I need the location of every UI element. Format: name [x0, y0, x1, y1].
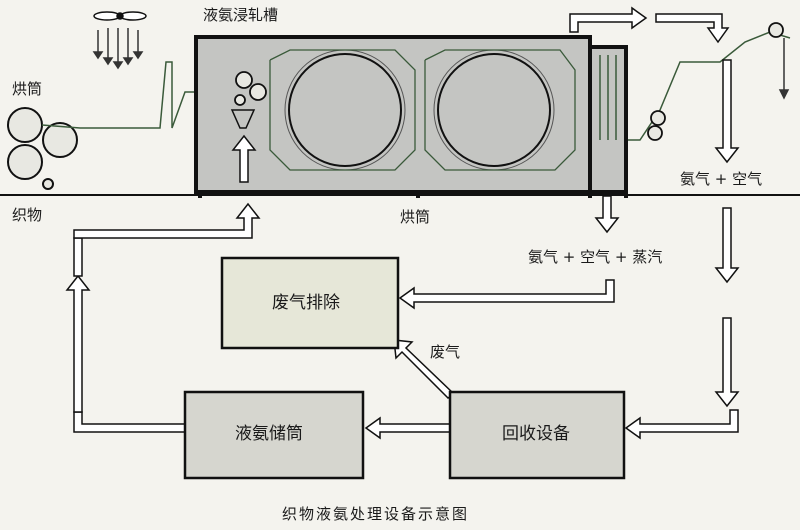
fabric-path-right — [575, 31, 791, 141]
guide-rail-right — [424, 49, 576, 171]
fan-icon — [93, 11, 147, 21]
machine-housing — [194, 35, 592, 194]
arrow-into-trough — [231, 134, 257, 183]
arrow-left-up-2 — [73, 237, 83, 277]
arrow-storage-left — [73, 411, 186, 433]
exit-rollers — [647, 22, 784, 141]
drum-right — [437, 53, 551, 167]
guide-rail-left — [269, 49, 416, 171]
arrow-right-down-3 — [714, 317, 740, 408]
padding-rollers — [234, 71, 267, 106]
arrow-waste-gas — [393, 339, 456, 399]
label-liquid-ammonia-trough: 液氨浸轧槽 — [203, 6, 279, 24]
label-waste-gas: 废气 — [430, 343, 461, 361]
arrow-left-top — [73, 202, 261, 239]
cylinder-top-right — [42, 122, 78, 158]
arrow-machine-down — [594, 195, 620, 234]
trough-shape — [230, 109, 256, 129]
arrow-into-recovery — [624, 409, 739, 440]
small-roller — [42, 178, 54, 190]
box-label-recovery-equipment: 回收设备 — [502, 424, 570, 444]
box-label-waste-gas-removal: 废气排除 — [272, 293, 340, 313]
arrow-to-waste — [398, 279, 615, 310]
arrow-top-down — [655, 13, 730, 44]
diagram-caption: 织物液氨处理设备示意图 — [282, 505, 470, 523]
label-drying-cylinder-bottom: 烘筒 — [400, 208, 431, 226]
block-arrows — [65, 6, 740, 440]
label-ammonia-air-steam: 氨气 + 空气 + 蒸汽 — [528, 248, 663, 266]
arrow-right-down-1 — [714, 59, 740, 164]
arrow-recovery-to-storage — [364, 416, 451, 440]
label-fabric: 织物 — [12, 206, 43, 224]
liquid-ammonia-storage-box — [183, 390, 365, 480]
extension-pipes — [599, 55, 617, 140]
airflow-arrows — [92, 28, 144, 70]
waste-gas-removal-box — [220, 256, 400, 350]
cylinder-bottom — [7, 144, 43, 180]
machine-feet — [198, 190, 628, 198]
arrow-top-right — [569, 6, 648, 33]
cylinder-top-left — [7, 107, 43, 143]
arrow-right-down-2 — [714, 207, 740, 284]
label-drying-cylinder-left: 烘筒 — [12, 80, 43, 98]
drum-left — [288, 53, 402, 167]
arrow-left-up-1 — [65, 274, 91, 413]
label-ammonia-air: 氨气 + 空气 — [680, 170, 763, 188]
recovery-equipment-box — [448, 390, 626, 480]
left-drying-cylinders — [7, 107, 78, 190]
exit-thin-arrow — [778, 38, 790, 100]
box-label-liquid-ammonia-storage: 液氨储筒 — [235, 424, 303, 444]
